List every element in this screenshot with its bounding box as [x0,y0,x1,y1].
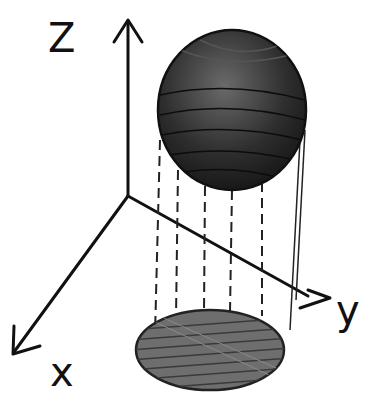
dashed-line [296,130,305,300]
z-axis [127,22,130,196]
y-bracket [300,290,330,308]
sphere [158,30,306,190]
dashed-line [230,190,232,312]
x-arrowhead [13,326,40,354]
axes [13,20,330,354]
dashed-line [176,170,178,318]
dashed-line [290,140,300,330]
axis-label: y [336,290,360,330]
dashed-line [204,186,205,312]
z-arrowhead [114,20,142,42]
dashed-line [261,182,263,316]
axis-label: Z [48,18,75,58]
projection-ellipse [130,310,290,390]
axis-label: x [50,352,74,392]
x-axis [14,196,128,352]
dashed-line [155,140,160,335]
y-axis [128,196,308,296]
